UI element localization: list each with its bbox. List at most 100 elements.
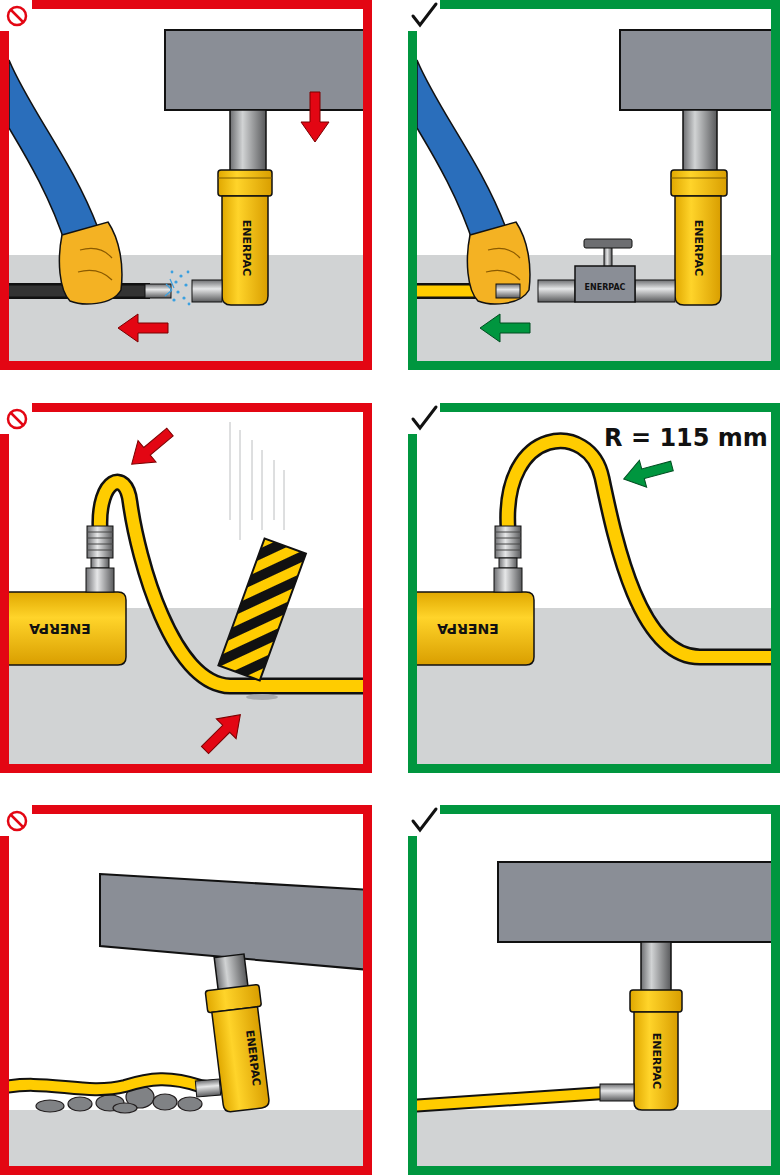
hydraulic-cylinder (9, 592, 126, 665)
oil-spray-part (184, 283, 187, 286)
brand-label: ENERPAC (585, 284, 626, 292)
floor (9, 1110, 363, 1166)
motion-lines-part (284, 470, 285, 530)
panel-load-wrong (9, 874, 363, 1166)
panel-load-wrong-part (9, 1079, 212, 1089)
bend-radius-dimension: R = 115 mm (604, 426, 768, 450)
panel-disconnect-wrong (9, 30, 363, 361)
brand-label: ENERPAC (651, 1033, 662, 1089)
oil-spray-part (172, 298, 175, 301)
oil-spray (165, 271, 190, 306)
hose (100, 482, 363, 686)
debris-part (113, 1103, 137, 1113)
prohibition-icon (0, 805, 32, 836)
panel-hose-wrong-part (100, 482, 363, 686)
crush-shadow (246, 694, 278, 700)
prohibition-icon-part (8, 7, 26, 25)
hydraulic-cylinder (675, 196, 721, 305)
panel-border-red (5, 5, 368, 366)
piston-rod (230, 110, 266, 172)
prohibition-icon-part (11, 10, 23, 22)
pull-arrow (480, 314, 530, 342)
oil-spray-part (179, 274, 182, 277)
arm-sleeve (417, 60, 506, 246)
panel-disconnect-wrong-part (218, 178, 272, 179)
arm-sleeve (9, 60, 98, 246)
hydraulic-cylinder (634, 1012, 678, 1110)
piston-rod (641, 942, 671, 992)
falling-object (218, 539, 306, 681)
cylinder-nut (630, 990, 682, 1012)
prohibition-icon (0, 0, 32, 31)
check-icon (408, 805, 440, 836)
panel-hose-wrong-part (91, 558, 109, 568)
panel-hose-right-part-part (495, 544, 521, 545)
load-beam (620, 30, 771, 110)
shut-off-valve (575, 266, 635, 302)
male-coupler (145, 284, 171, 298)
motion-lines-part (240, 430, 241, 540)
coupler (600, 1084, 634, 1101)
hose (417, 1093, 604, 1106)
fitting (86, 568, 114, 592)
panel-hose-right-part (499, 558, 517, 568)
check-icon-part (408, 403, 440, 434)
coupler (87, 526, 113, 558)
panel-border-red (5, 810, 368, 1171)
check-icon-part (408, 805, 440, 836)
panel-hose-wrong-part-part (87, 532, 113, 533)
panel-hose-wrong-part-part (87, 538, 113, 539)
check-icon-part (413, 407, 436, 428)
panel-disconnect-right-part (671, 178, 727, 179)
panel-border-green (413, 408, 776, 769)
prohibition-icon-part (11, 815, 23, 827)
oil-spray-part (187, 271, 190, 274)
oil-spray-part (171, 271, 174, 274)
oil-spray-part (182, 296, 185, 299)
coupler (195, 1079, 220, 1097)
prohibition-icon-part (0, 0, 32, 31)
load-beam (165, 30, 363, 110)
kink-arrow (123, 421, 179, 475)
debris-part (153, 1094, 177, 1110)
prohibition-icon-part (8, 812, 26, 830)
prohibition-icon (0, 403, 32, 434)
panel-hose-right-part (508, 441, 771, 657)
fitting (635, 280, 675, 302)
prohibition-icon-part (0, 805, 32, 836)
panel-disconnect-right-part (486, 248, 520, 280)
panel-hose-wrong-part-part (87, 544, 113, 545)
prohibition-icon-part (0, 403, 32, 434)
brand-label: ENERPA (29, 622, 90, 636)
oil-spray-part (176, 290, 179, 293)
prohibition-icon-part (11, 413, 23, 425)
female-coupler (538, 280, 575, 302)
panel-hose-right-part-part (495, 550, 521, 551)
hydraulic-cylinder (417, 592, 534, 665)
cylinder-nut (218, 170, 272, 196)
oil-spray-part (174, 280, 177, 283)
panel-disconnect-right (417, 30, 771, 361)
cylinder-nut (671, 170, 727, 196)
hose (9, 1079, 212, 1089)
female-coupler (192, 280, 222, 302)
hydraulic-cylinder (222, 196, 268, 305)
male-coupler (496, 284, 520, 298)
motion-lines-part (274, 460, 275, 520)
check-icon (408, 403, 440, 434)
brand-label: ENERPAC (693, 220, 704, 276)
brand-label: ENERPA (437, 622, 498, 636)
panel-hose-wrong-part-part (87, 550, 113, 551)
radius-arrow (620, 452, 676, 492)
piston-rod (683, 110, 717, 172)
motion-lines-part (230, 422, 231, 520)
panel-hose-right-part-part (495, 538, 521, 539)
crush-arrow (195, 705, 250, 760)
debris-part (68, 1097, 92, 1111)
check-icon-part (408, 0, 440, 31)
valve-stem (604, 246, 612, 268)
oil-spray-part (165, 279, 174, 296)
floor (417, 1110, 771, 1166)
panel-load-right (417, 862, 771, 1166)
